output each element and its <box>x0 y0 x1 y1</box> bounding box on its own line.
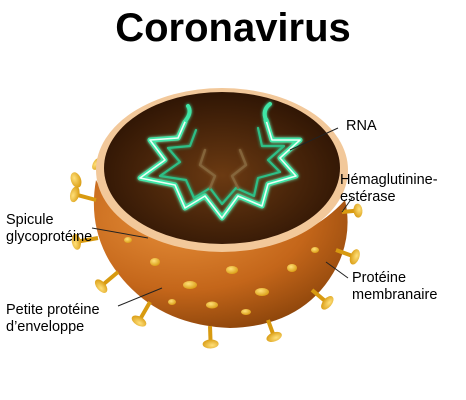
label-spike-glycoprotein: Spicule glycoprotéine <box>6 212 93 245</box>
leader-lines <box>91 127 353 307</box>
spike-glycoproteins <box>69 172 363 349</box>
rna-strand <box>137 102 303 221</box>
virus-envelope <box>93 180 348 328</box>
virus-interior <box>104 92 340 244</box>
label-membrane-protein: Protéine membranaire <box>352 270 438 303</box>
diagram-title: Coronavirus <box>115 6 351 50</box>
membrane-protein-dots <box>124 237 319 315</box>
label-rna: RNA <box>346 118 377 134</box>
label-hemagglutinin: Hémaglutinine- estérase <box>340 172 438 205</box>
label-envelope-protein: Petite protéine d’enveloppe <box>6 302 100 335</box>
